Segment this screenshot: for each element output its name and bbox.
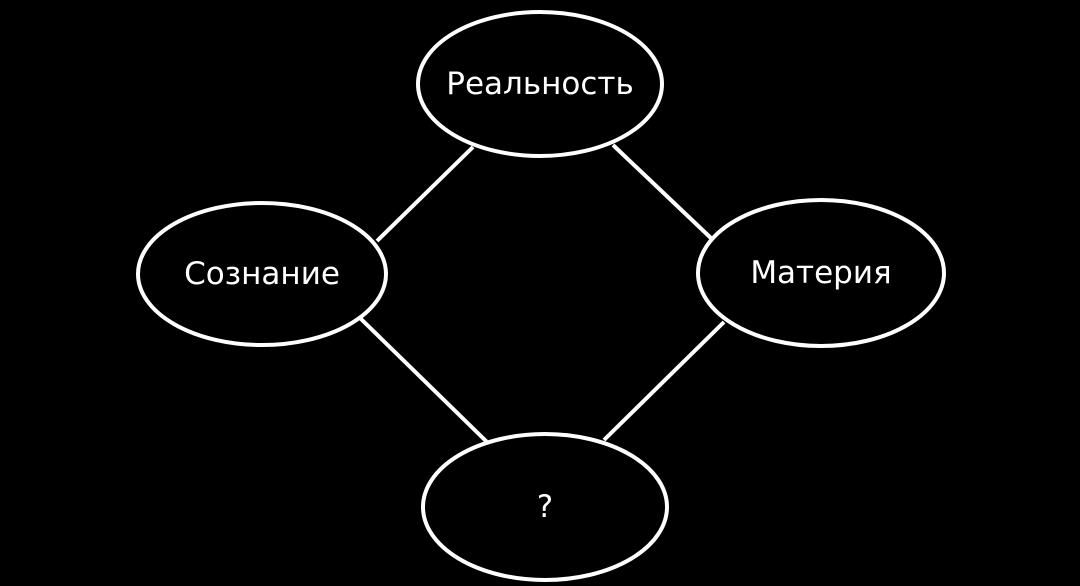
node-reality: Реальность [416,10,664,158]
edges [358,143,726,444]
node-matter: Материя [696,198,946,348]
node-matter-label: Материя [750,255,891,291]
edge-matter-unknown [602,320,726,442]
node-unknown: ? [421,432,669,582]
node-reality-label: Реальность [446,66,633,102]
edge-consciousness-unknown [358,316,489,444]
node-unknown-label: ? [537,489,553,525]
node-matter-ellipse [696,198,946,348]
node-reality-ellipse [416,10,664,158]
edge-reality-consciousness [375,145,475,243]
node-consciousness: Сознание [136,201,388,347]
node-consciousness-ellipse [136,201,388,347]
node-consciousness-label: Сознание [184,256,340,292]
edge-reality-matter [611,143,715,242]
node-unknown-ellipse [421,432,669,582]
